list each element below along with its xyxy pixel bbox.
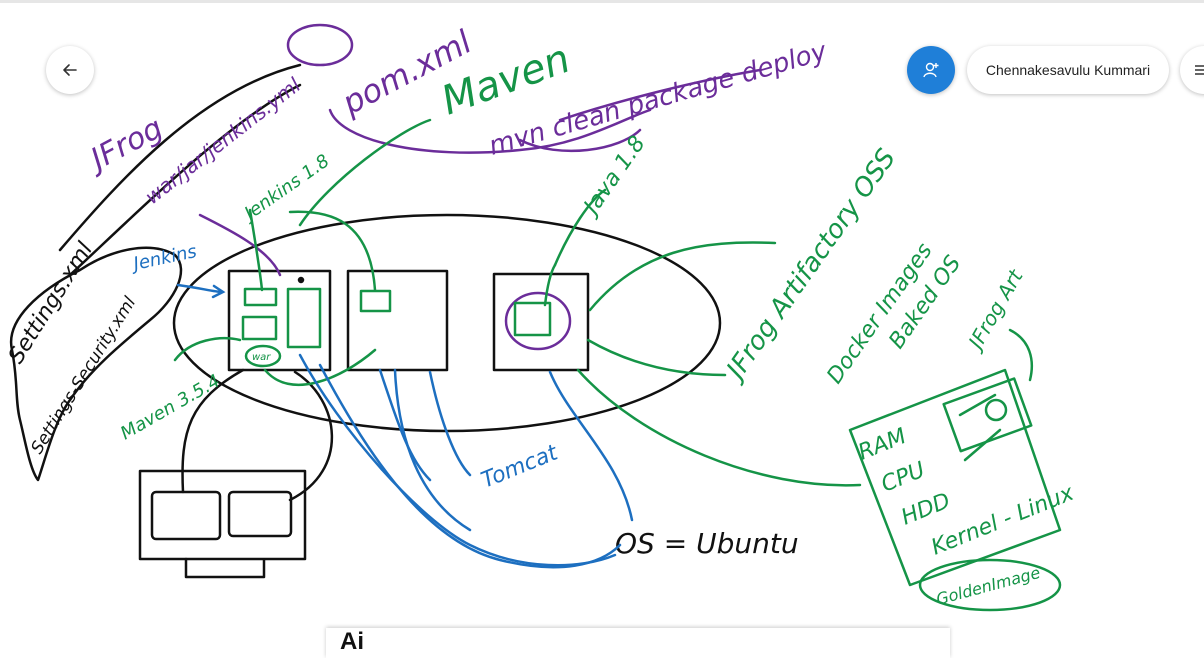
- bottom-toolbar[interactable]: Ai: [326, 628, 950, 658]
- arrow-left-icon: [63, 64, 77, 76]
- whiteboard-canvas[interactable]: Settings.xml Settings-Security.xml OS = …: [0, 0, 1204, 642]
- ram-label: RAM: [855, 424, 910, 466]
- cpu-label: CPU: [878, 458, 929, 498]
- artifactory-container-box: [492, 272, 590, 372]
- add-person-icon: [923, 62, 939, 78]
- share-button[interactable]: [907, 46, 955, 94]
- war-small-label: war: [252, 352, 271, 363]
- user-account-button[interactable]: Chennakesavulu Kummari: [967, 46, 1169, 94]
- artifactory-label: JFrog Artifactory OSS: [718, 144, 902, 388]
- maven-version-label: Maven 3.5.4: [117, 371, 224, 445]
- tomcat-container-box: [346, 269, 449, 372]
- os-ubuntu-label: OS = Ubuntu: [615, 527, 799, 560]
- jenkins-label: Jenkins: [129, 241, 199, 275]
- top-divider: [0, 0, 1204, 3]
- user-name: Chennakesavulu Kummari: [985, 62, 1151, 78]
- settings-cloud: [9, 246, 183, 482]
- tomcat-label: Tomcat: [478, 440, 563, 494]
- jfrog-art-label: JFrog Art: [962, 264, 1029, 356]
- jfrog-label: JFrog: [81, 111, 169, 180]
- monitor-sketch: [138, 469, 307, 561]
- settings-label: Settings.xml: [4, 238, 98, 368]
- hardware-outline: [848, 368, 1062, 587]
- hamburger-menu-icon: [1195, 65, 1204, 75]
- hdd-label: HDD: [898, 488, 954, 530]
- back-button[interactable]: [46, 46, 94, 94]
